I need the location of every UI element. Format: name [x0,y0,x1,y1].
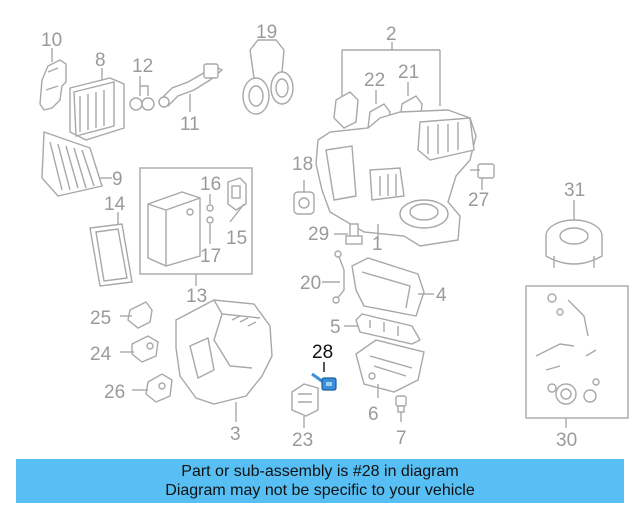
callout-29[interactable]: 29 [308,224,329,245]
callout-8[interactable]: 8 [95,50,106,71]
callout-20[interactable]: 20 [300,273,321,294]
callout-3[interactable]: 3 [230,424,241,445]
part-6-tray [355,339,425,398]
callout-18[interactable]: 18 [292,154,313,175]
caption-line-2: Diagram may not be specific to your vehi… [165,482,475,499]
part-5-plate [344,313,421,345]
part-9-heater-core [41,131,112,197]
callout-12[interactable]: 12 [132,56,153,77]
callout-19[interactable]: 19 [256,22,277,43]
part-27-connector [470,163,495,190]
part-1-heater-case [315,91,477,247]
part-20-rod [322,250,345,304]
part-31-blower-motor [545,200,603,268]
callout-30[interactable]: 30 [556,430,577,451]
callout-10[interactable]: 10 [41,30,62,51]
part-23-bracket [291,383,319,428]
callout-4[interactable]: 4 [436,285,447,306]
callout-31[interactable]: 31 [564,180,585,201]
part-4-filter-frame [351,257,434,317]
part-19-seals [242,39,294,115]
part-26-actuator [132,373,173,403]
part-28-highlighted[interactable] [311,362,337,391]
callout-15[interactable]: 15 [226,228,247,249]
callout-26[interactable]: 26 [104,382,125,403]
callout-16[interactable]: 16 [200,174,221,195]
callout-9[interactable]: 9 [112,169,123,190]
callout-7[interactable]: 7 [396,428,407,449]
part-2-leaders [341,42,441,106]
callout-2[interactable]: 2 [386,24,397,45]
part-11-pipe [158,63,224,112]
callout-21[interactable]: 21 [398,62,419,83]
callout-1[interactable]: 1 [372,234,383,255]
callout-23[interactable]: 23 [292,430,313,451]
callout-6[interactable]: 6 [368,404,379,425]
part-10-bracket [39,48,67,111]
callout-28[interactable]: 28 [312,342,333,363]
part-8-evaporator [69,68,125,141]
part-18-sensor [293,180,315,215]
part-24-actuator [120,335,159,363]
caption-banner: Part or sub-assembly is #28 in diagram D… [16,459,624,503]
callout-27[interactable]: 27 [468,190,489,211]
callout-13[interactable]: 13 [186,286,207,307]
callout-17[interactable]: 17 [200,246,221,267]
part-13-assembly-box [139,167,253,286]
callout-5[interactable]: 5 [330,317,341,338]
callout-14[interactable]: 14 [104,194,126,215]
part-30-blower-kit [525,285,629,428]
caption-line-1: Part or sub-assembly is #28 in diagram [181,463,459,480]
callout-24[interactable]: 24 [90,344,112,365]
part-12-o-rings [129,76,155,111]
part-7-screw [395,395,407,422]
callout-22[interactable]: 22 [364,70,385,91]
callout-11[interactable]: 11 [180,114,200,135]
callout-25[interactable]: 25 [90,308,111,329]
part-14-filter [89,212,133,287]
part-3-blower-case [175,299,273,422]
part-25-actuator [120,301,153,329]
part-29-bolt [334,223,363,245]
